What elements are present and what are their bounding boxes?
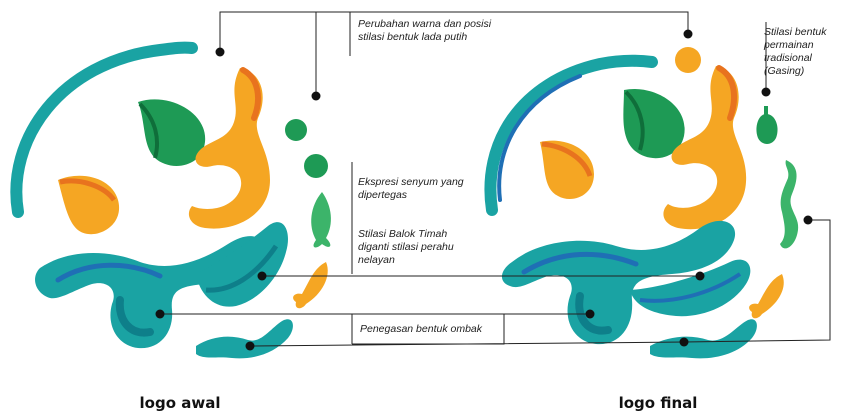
small-wave-left [196,319,293,358]
gasing-stem [764,106,768,115]
dot-arc-left [216,48,225,57]
dot-squiggle [804,216,813,225]
green-smile-dot [304,154,328,178]
small-wave-right [650,319,757,358]
green-squiggle [780,160,798,248]
annotation-wave: Penegasan bentuk ombak [360,323,482,336]
dot-boat-right [696,272,705,281]
connector-wave-left [160,314,352,344]
green-pepper-dot [285,119,307,141]
dot-pepper-left [312,92,321,101]
dot-gasing [762,88,771,97]
orange-fish [293,262,328,308]
orange-pepper-dot [675,47,701,73]
green-leaf-drop [138,99,205,166]
logo-final-graphic [490,47,798,358]
green-gasing [756,114,777,144]
dot-small-wave-right [680,338,689,347]
dot-wave-right [586,310,595,319]
green-fish [311,192,331,247]
dot-wave-left [156,310,165,319]
dot-pepper-right [684,30,693,39]
orange-fish-final [749,274,784,318]
annotation-boat: Stilasi Balok Timah diganti stilasi pera… [358,228,454,267]
caption-logo-final: logo final [588,394,728,412]
caption-logo-awal: logo awal [110,394,250,412]
annotation-smile: Ekspresi senyum yang dipertegas [358,176,464,202]
logo-awal-graphic [16,48,331,359]
annotation-gasing: Stilasi bentuk permainan tradisional (Ga… [764,26,826,78]
dot-boat-left [258,272,267,281]
dot-small-wave-left [246,342,255,351]
annotation-color-change: Perubahan warna dan posisi stilasi bentu… [358,18,491,44]
